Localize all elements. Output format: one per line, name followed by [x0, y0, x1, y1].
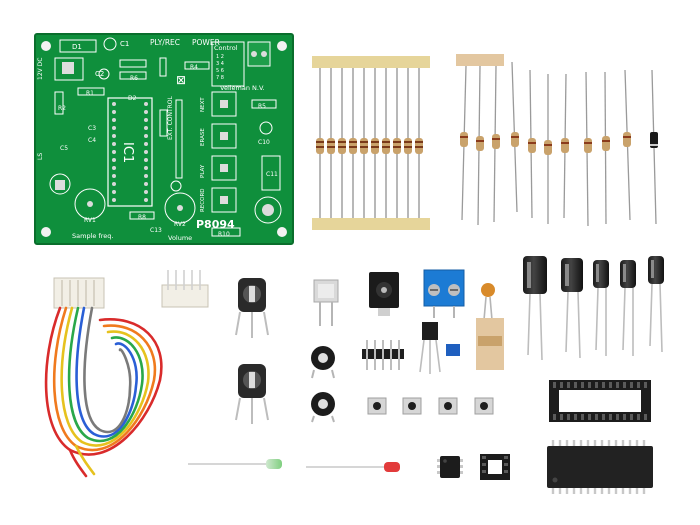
ref-r8: R8 [138, 214, 146, 221]
svg-text:LS: LS [37, 153, 44, 160]
ceramic-capacitor [476, 283, 504, 370]
label-volume: Volume [168, 234, 192, 242]
leds [188, 459, 400, 472]
ref-c11: C11 [266, 171, 278, 178]
label-play: PLAY [200, 164, 206, 178]
ref-c10: C10 [258, 139, 270, 146]
resistors-and-diode [456, 54, 658, 227]
jumper [446, 344, 460, 356]
ref-d1: D1 [72, 43, 82, 51]
ref-r1: R1 [86, 90, 94, 97]
ic-28 [547, 440, 653, 494]
pcb-switch-footprints: NEXT ERASE PLAY RECORD [200, 91, 237, 213]
ic-socket-28 [549, 380, 651, 422]
label-power: POWER [192, 38, 220, 47]
round-trimmers [311, 346, 335, 423]
dc-jack [369, 272, 399, 316]
label-play-rec: PLY/REC [150, 38, 180, 47]
pcb-board-id: P8094 [196, 218, 235, 231]
label-ext-control: EXT. CONTROL [167, 95, 174, 140]
ref-rv2: RV2 [174, 221, 186, 228]
electrolytic-capacitors [523, 256, 664, 361]
svg-text:⊠: ⊠ [176, 73, 186, 87]
ref-ic1: IC1 [120, 142, 135, 163]
resistor-bands [316, 141, 423, 148]
label-sample-freq: Sample freq. [72, 232, 113, 240]
svg-text:1 2: 1 2 [216, 54, 224, 60]
svg-text:5 6: 5 6 [216, 68, 224, 74]
ref-r5: R5 [258, 103, 266, 110]
ref-c4: C4 [88, 137, 96, 144]
wire-harness [44, 277, 163, 478]
ref-c13: C13 [150, 227, 162, 234]
ic1-pads [112, 102, 148, 202]
tactile-switches [367, 397, 494, 415]
pin-header-angled [161, 270, 209, 308]
brand-label: Velleman N.V. [220, 84, 265, 92]
ic-8 [437, 456, 463, 478]
svg-text:12V DC: 12V DC [37, 58, 44, 80]
ref-c3: C3 [88, 125, 96, 132]
svg-text:3 4: 3 4 [216, 61, 224, 67]
resistor-tape-strip [312, 56, 430, 230]
label-control: Control [214, 44, 238, 52]
pcb: D1 C1 PLY/REC POWER Control 1 2 3 4 5 6 … [34, 33, 294, 245]
ref-rv1: RV1 [84, 217, 96, 224]
ref-c2: C2 [95, 70, 104, 78]
ref-r2: R2 [58, 105, 66, 112]
pcb-silkscreen: D1 C1 PLY/REC POWER Control 1 2 3 4 5 6 … [37, 37, 282, 242]
ref-c1: C1 [120, 40, 129, 48]
screw-terminal [423, 269, 465, 318]
ref-r6: R6 [130, 75, 138, 82]
trimmer-potentiometers [235, 278, 269, 424]
ref-r4: R4 [190, 64, 198, 71]
ref-c5: C5 [60, 145, 68, 152]
transistor [419, 322, 441, 374]
ic-socket-8 [480, 454, 510, 480]
ref-r10: R10 [218, 231, 230, 238]
pin-header-straight [362, 340, 404, 370]
label-record: RECORD [200, 188, 206, 212]
label-next: NEXT [200, 97, 206, 112]
svg-text:7 8: 7 8 [216, 75, 224, 81]
crystal-component [313, 279, 339, 326]
label-erase: ERASE [200, 128, 206, 146]
